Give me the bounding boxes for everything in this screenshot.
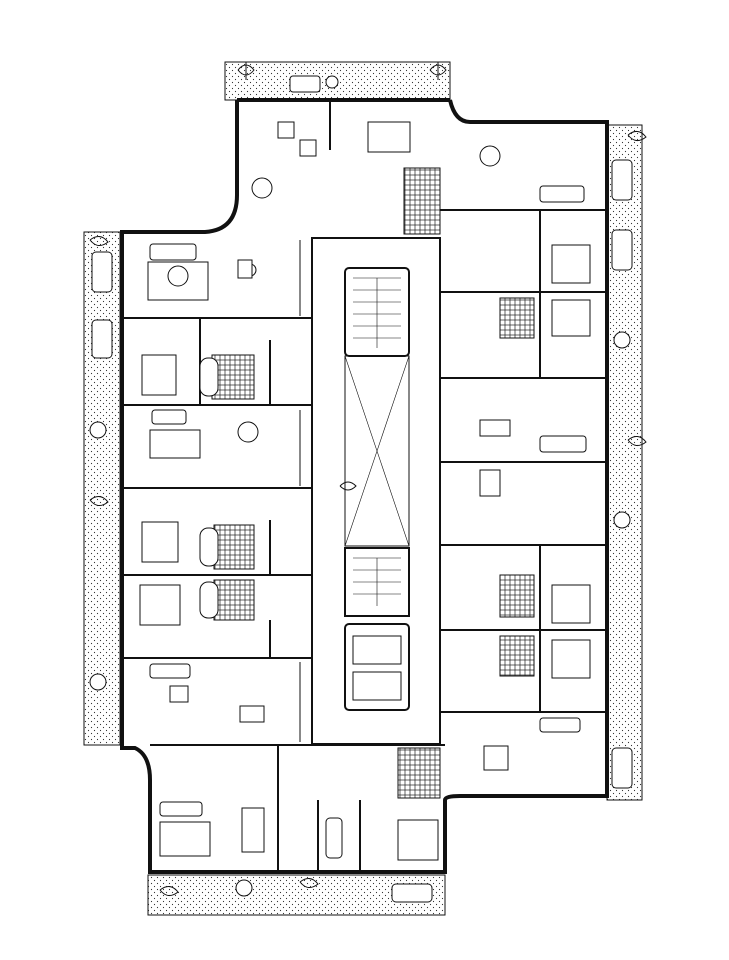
right-units (440, 145, 633, 789)
stair-lower (344, 547, 410, 617)
void-upper (344, 355, 410, 547)
bottom-units (150, 744, 445, 903)
terrace-right (606, 124, 643, 801)
terrace-left (83, 231, 121, 746)
terraces (83, 61, 643, 916)
terrace-bottom (147, 874, 446, 916)
central-core (311, 237, 441, 745)
top-unit (251, 75, 441, 235)
outer-walls (120, 98, 609, 874)
left-units (89, 240, 312, 742)
lift-block (344, 623, 410, 711)
plants (89, 62, 647, 896)
